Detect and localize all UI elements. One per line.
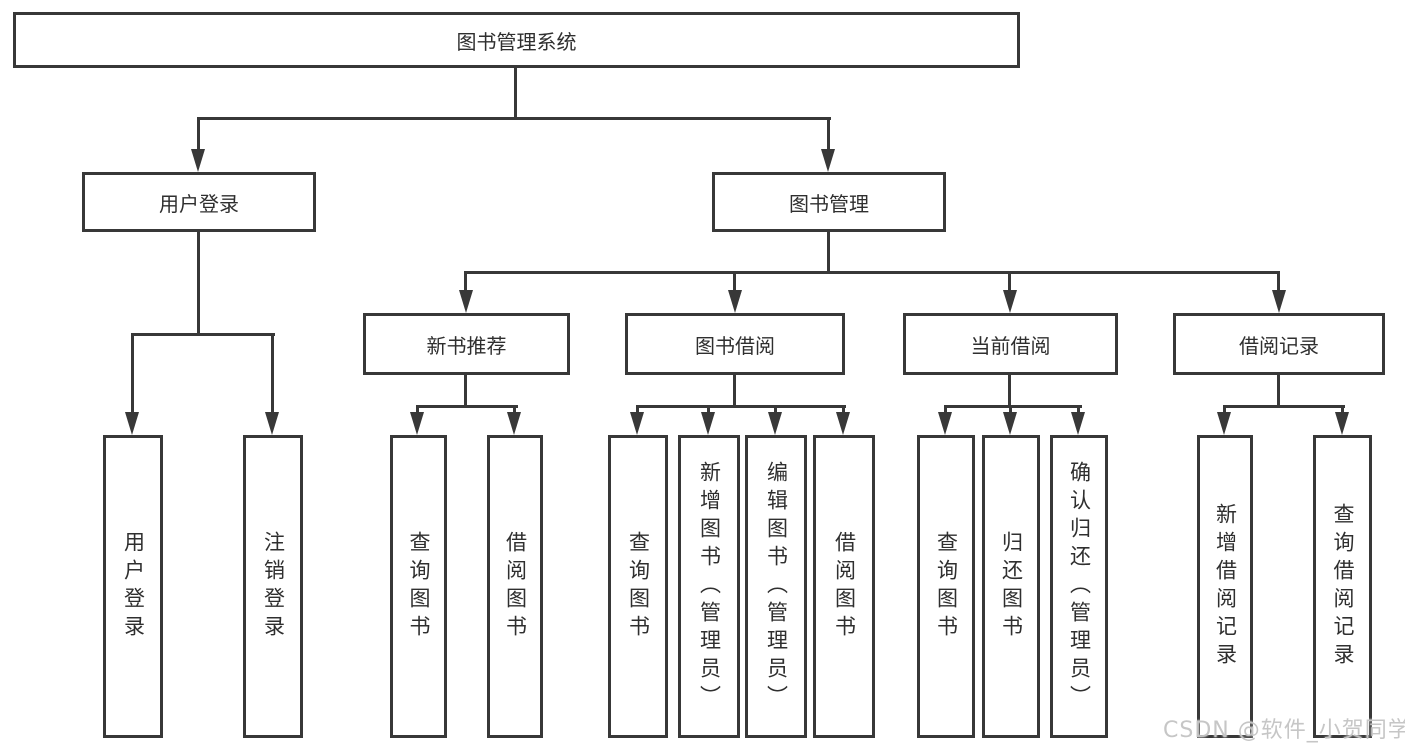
arrow-down-icon [1272, 290, 1286, 313]
leaf-confirm-return-admin: 确认归还（管理员） [1050, 435, 1108, 738]
leaf-query-borrow-record: 查询借阅记录 [1313, 435, 1372, 738]
arrow-down-icon [768, 412, 782, 435]
connector-line [1008, 375, 1011, 408]
connector-line [464, 375, 467, 408]
connector-line [733, 375, 736, 408]
connector-line [827, 117, 830, 155]
connector-line [1277, 271, 1280, 293]
leaf-borrow-books: 借阅图书 [487, 435, 543, 738]
connector-line [197, 117, 200, 155]
connector-line [131, 333, 275, 336]
connector-line [197, 232, 200, 336]
connector-line [416, 405, 419, 417]
connector-line [944, 405, 947, 417]
connector-line [636, 405, 639, 417]
arrow-down-icon [728, 290, 742, 313]
arrow-down-icon [1003, 290, 1017, 313]
connector-line [774, 405, 777, 417]
connector-line [707, 405, 710, 417]
node-book-borrowing: 图书借阅 [625, 313, 845, 375]
arrow-down-icon [125, 412, 139, 435]
arrow-down-icon [836, 412, 850, 435]
leaf-query-books: 查询图书 [390, 435, 447, 738]
connector-line [1008, 271, 1011, 293]
node-book-management: 图书管理 [712, 172, 946, 232]
connector-line [131, 333, 134, 417]
csdn-watermark: CSDN @软件_小贺同学 [1163, 718, 1405, 743]
leaf-query-books: 查询图书 [917, 435, 975, 738]
connector-line [1077, 405, 1080, 417]
connector-line [464, 271, 1280, 274]
connector-line [513, 405, 516, 417]
arrow-down-icon [630, 412, 644, 435]
connector-line [271, 333, 274, 417]
connector-line [636, 405, 846, 408]
leaf-edit-books-admin: 编辑图书（管理员） [745, 435, 807, 738]
connector-line [827, 232, 830, 274]
arrow-down-icon [507, 412, 521, 435]
arrow-down-icon [701, 412, 715, 435]
arrow-down-icon [265, 412, 279, 435]
connector-line [1341, 405, 1344, 417]
leaf-add-borrow-record: 新增借阅记录 [1197, 435, 1253, 738]
connector-line [944, 405, 1082, 408]
connector-line [1223, 405, 1226, 417]
node-new-book-recommendation: 新书推荐 [363, 313, 570, 375]
connector-line [416, 405, 518, 408]
arrow-down-icon [1217, 412, 1231, 435]
arrow-down-icon [191, 149, 205, 172]
connector-line [1223, 405, 1345, 408]
connector-line [514, 68, 517, 120]
leaf-query-books: 查询图书 [608, 435, 668, 738]
arrow-down-icon [1335, 412, 1349, 435]
node-current-borrowing: 当前借阅 [903, 313, 1118, 375]
connector-line [1009, 405, 1012, 417]
leaf-add-books-admin: 新增图书（管理员） [678, 435, 740, 738]
arrow-down-icon [410, 412, 424, 435]
connector-line [464, 271, 467, 293]
leaf-borrow-books: 借阅图书 [813, 435, 875, 738]
connector-line [1277, 375, 1280, 408]
node-borrowing-records: 借阅记录 [1173, 313, 1385, 375]
node-library-management-system: 图书管理系统 [13, 12, 1020, 68]
arrow-down-icon [459, 290, 473, 313]
arrow-down-icon [821, 149, 835, 172]
leaf-logout: 注销登录 [243, 435, 303, 738]
leaf-return-books: 归还图书 [982, 435, 1040, 738]
leaf-user-login: 用户登录 [103, 435, 163, 738]
arrow-down-icon [1003, 412, 1017, 435]
node-user-login: 用户登录 [82, 172, 316, 232]
connector-line [197, 117, 831, 120]
arrow-down-icon [1071, 412, 1085, 435]
arrow-down-icon [938, 412, 952, 435]
connector-line [733, 271, 736, 293]
connector-line [842, 405, 845, 417]
